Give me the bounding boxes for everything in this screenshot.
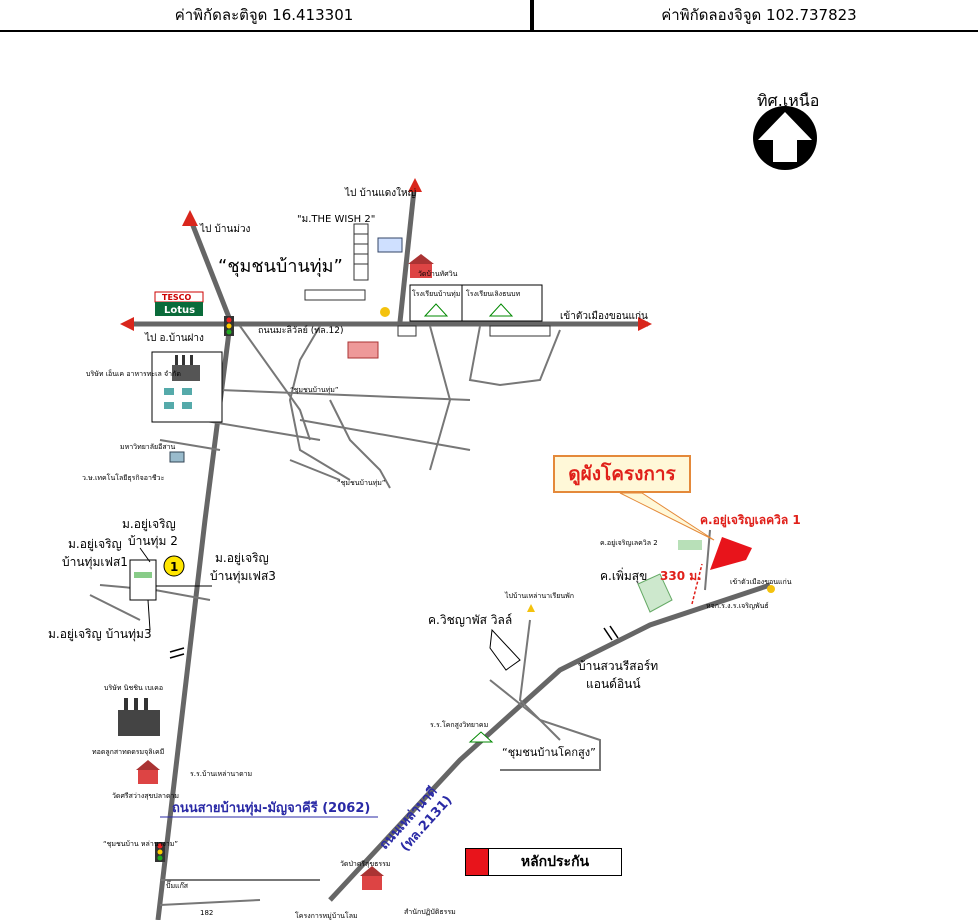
the-wish-label: "ม.THE WISH 2" bbox=[297, 214, 375, 225]
sun-icon bbox=[380, 307, 390, 317]
building-icon bbox=[377, 237, 403, 253]
temple-icon bbox=[408, 254, 434, 278]
village-wichaphat-plot bbox=[489, 628, 521, 671]
temple-1-label: วัดศรีสว่างสุขปลาดาม bbox=[112, 792, 179, 800]
legend-swatch bbox=[466, 849, 489, 875]
ban-thum-phase3-label: บ้านทุ่มเฟส3 bbox=[210, 569, 276, 584]
minor-roads bbox=[89, 325, 711, 906]
market-label: หจก.ร.ง.ร.เจริญพันธ์ bbox=[706, 602, 769, 610]
to-ban-muang-label: ไป บ้านม่วง bbox=[199, 223, 251, 235]
legend-label: หลักประกัน bbox=[520, 854, 590, 870]
yu-charoen-b-label: ม.อยู่เจริญ bbox=[68, 537, 122, 552]
community-ban-thum-label: “ชุมชนบ้านทุ่ม” bbox=[218, 256, 343, 277]
to-city-small-label: เข้าตัวเมืองขอนแก่น bbox=[730, 578, 792, 586]
community-ban-thum-2-label: “ชุมชนบ้านทุ่ม” bbox=[290, 386, 339, 394]
to-city-label: เข้าตัวเมืองขอนแก่น bbox=[560, 310, 648, 322]
leader-lines bbox=[139, 547, 212, 631]
temple-icon bbox=[360, 866, 384, 890]
latitude-box: ค่าพิกัดละติจูด 16.413301 bbox=[0, 0, 532, 32]
road-12-label: ถนนมะลิวัลย์ (ทล.12) bbox=[258, 324, 344, 336]
school-khok-sung-label: ร.ร.โคกสูงวิทยาคม bbox=[430, 720, 488, 729]
factory-label: ทอดลูกสาทดดรมจุลิเคมี bbox=[92, 748, 164, 756]
village-phoemsuk-label: ค.เพิ่มสุข bbox=[600, 567, 647, 584]
school-1-label: โรงเรียนบ้านทุ่ม bbox=[412, 289, 460, 298]
svg-text:TESCO: TESCO bbox=[162, 293, 192, 302]
latitude-label: ค่าพิกัดละติจูด 16.413301 bbox=[174, 6, 354, 24]
north-arrow-icon bbox=[753, 106, 817, 170]
road-arrows bbox=[120, 178, 652, 331]
temple-icon bbox=[136, 760, 160, 784]
hospital-icon bbox=[347, 341, 379, 359]
fence-marks bbox=[397, 325, 551, 337]
collateral-plot-icon bbox=[710, 537, 752, 570]
tesco-lotus-logo: TESCO Lotus bbox=[154, 291, 204, 316]
traffic-light-icon bbox=[155, 842, 165, 862]
yu-charoen-label: ม.อยู่เจริญ bbox=[122, 517, 176, 532]
company-nk-box bbox=[151, 351, 223, 423]
view-project-plan-label: ดูผังโครงการ bbox=[568, 463, 676, 485]
traffic-light-icon bbox=[224, 316, 234, 336]
svg-text:Lotus: Lotus bbox=[164, 305, 195, 316]
marker-1-icon bbox=[163, 555, 185, 577]
village-plot bbox=[129, 559, 157, 601]
community-lao-label: “ชุมชนบ้าน หล่านางาม” bbox=[103, 840, 178, 848]
view-project-plan-callout[interactable]: ดูผังโครงการ bbox=[553, 455, 691, 493]
longitude-box: ค่าพิกัดลองจิจูด 102.737823 bbox=[532, 0, 978, 32]
to-ban-daeng-yai-label: ไป บ้านแดงใหญ่ bbox=[344, 187, 416, 199]
temple-ban-thum-label: วัดบ้านทัศวิน bbox=[418, 270, 458, 278]
callout-pointer bbox=[619, 492, 715, 541]
university-icon bbox=[169, 451, 185, 463]
to-amphoe-ban-fang-label: ไป อ.บ้านฝาง bbox=[144, 332, 204, 344]
distance-label: 330 ม. bbox=[660, 569, 702, 583]
village-phoemsuk-plot bbox=[637, 573, 673, 613]
college-label: ว.ษ.เทคโนโลยีธุรกิจอาชีวะ bbox=[82, 473, 165, 482]
village-target-label: ค.อยู่เจริญเลควิล 1 bbox=[700, 513, 801, 528]
school-ban-lao-label: ร.ร.บ้านเหล่านาดาม bbox=[190, 770, 252, 778]
direction-arrow-icon bbox=[527, 604, 535, 612]
school-box-2: โรงเรียนเลิงธนบท bbox=[461, 284, 543, 322]
university-label: มหาวิทยาลัยอีสาน bbox=[120, 443, 176, 451]
road-2062-label: ถนนสายบ้านทุ่ม-มัญจาคีรี (2062) bbox=[172, 800, 370, 816]
community-ban-thum-3-label: “ชุมชนบ้านทุ่ม” bbox=[337, 479, 386, 487]
gas-label: ปั๊มแก๊ส bbox=[166, 880, 189, 890]
to-ban-lao-label: ไปบ้านเหล่านาเรียนพัก bbox=[504, 591, 574, 600]
ban-thum-phase1-label: บ้านทุ่มเฟส1 bbox=[62, 555, 128, 570]
school-2-label: โรงเรียนเลิงธนบท bbox=[466, 289, 521, 298]
company-nk-label: บริษัท เอ็นเค อาหารทะเล จำกัด bbox=[86, 369, 181, 378]
school-icon bbox=[468, 731, 494, 743]
village-lake2-plot bbox=[678, 540, 702, 550]
marker-1-label: 1 bbox=[170, 560, 178, 574]
legend-collateral: หลักประกัน bbox=[465, 848, 622, 876]
village-lake2-label: ค.อยู่เจริญเลควิล 2 bbox=[600, 539, 658, 547]
school-box-1: โรงเรียนบ้านทุ่ม bbox=[409, 284, 463, 322]
village-wichaphat-label: ค.วิชญาพัส วิลล์ bbox=[428, 613, 512, 627]
the-wish-building-icon bbox=[304, 223, 369, 301]
road-182-label: 182 bbox=[200, 909, 213, 917]
ban-thum-3-label: ม.อยู่เจริญ บ้านทุ่ม3 bbox=[48, 627, 152, 642]
distance-line bbox=[691, 563, 703, 605]
landmark-dot-icon bbox=[767, 585, 775, 593]
community-khok-sung-label: “ชุมชนบ้านโคกสูง” bbox=[502, 745, 596, 759]
yu-charoen-c-label: ม.อยู่เจริญ bbox=[215, 551, 269, 566]
road-break-marks bbox=[169, 625, 619, 659]
longitude-label: ค่าพิกัดลองจิจูด 102.737823 bbox=[661, 6, 857, 24]
company-nissin-label: บริษัท นิชชิน เบเคอ bbox=[104, 684, 163, 692]
ban-thum-2-label: บ้านทุ่ม 2 bbox=[128, 534, 178, 549]
inn-label: แอนด์อินน์ bbox=[586, 677, 641, 691]
north-label: ทิศ.เหนือ bbox=[757, 91, 819, 110]
project-bottom-label: โครงการหมู่บ้านโลม bbox=[295, 911, 358, 920]
factory-icon bbox=[118, 698, 160, 736]
office-label: สำนักปฏิบัติธรรม bbox=[404, 908, 456, 916]
coordinate-bar: ค่าพิกัดละติจูด 16.413301 ค่าพิกัดลองจิจ… bbox=[0, 0, 978, 32]
temple-2-label: วัดป่าศรีสุขธรรม bbox=[340, 860, 391, 868]
resort-label: บ้านสวนรีสอร์ท bbox=[578, 659, 658, 673]
